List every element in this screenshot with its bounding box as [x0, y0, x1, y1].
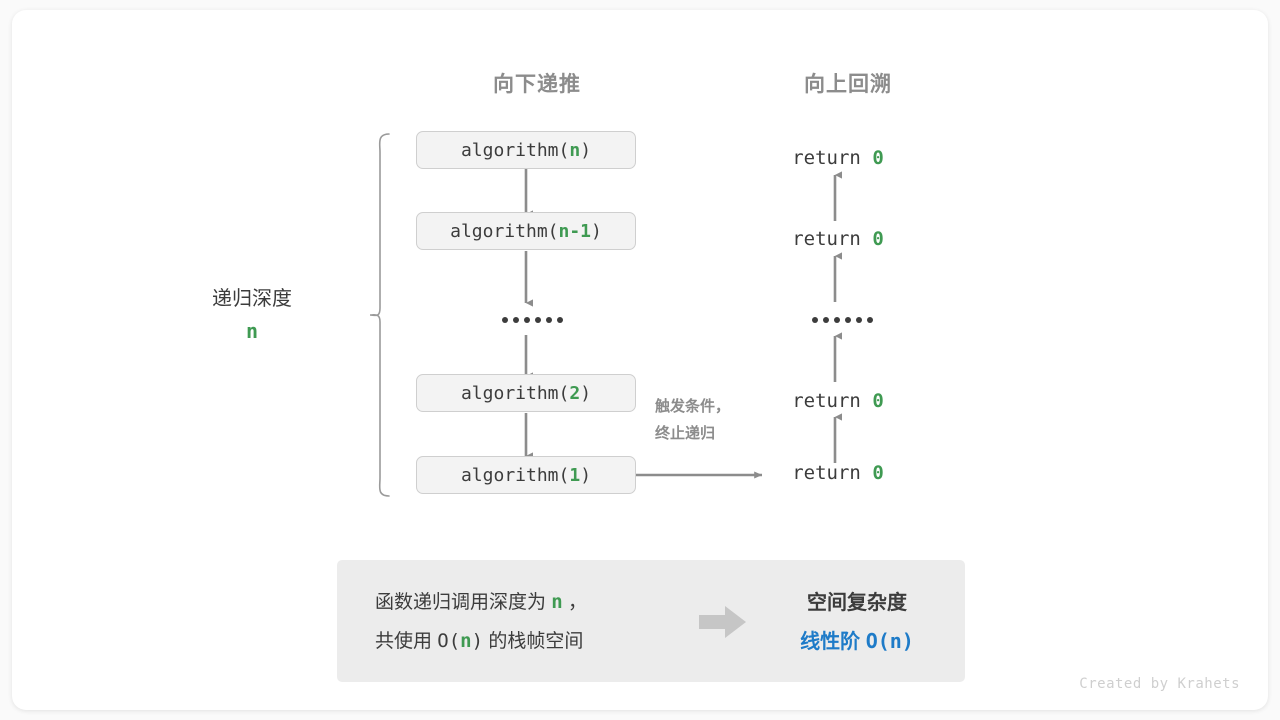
return-value: 0 — [872, 228, 884, 250]
summary-complexity-title: 空间复杂度 — [807, 592, 907, 614]
call-box-arg: 1 — [569, 464, 581, 486]
base-case-note-line2: 终止递归 — [655, 425, 716, 442]
call-box-prefix: algorithm( — [460, 382, 570, 404]
recursion-depth-label: 递归深度 n — [177, 282, 327, 346]
summary-line-1-suffix: ， — [562, 592, 588, 613]
call-box-2: algorithm(2) — [416, 374, 636, 412]
call-box-arg: n-1 — [558, 220, 592, 242]
recursion-depth-value: n — [245, 319, 259, 343]
call-box-suffix: ) — [580, 464, 592, 486]
return-label-2: return 0 — [748, 228, 928, 250]
summary-line-2-suffix: 的栈帧空间 — [483, 631, 584, 652]
summary-line-2-prefix: 共使用 — [375, 631, 438, 652]
summary-complexity-notation: O(n) — [865, 629, 914, 653]
depth-brace — [369, 133, 390, 497]
call-box-prefix: algorithm( — [450, 220, 559, 242]
return-value: 0 — [872, 390, 884, 412]
return-value: 0 — [872, 462, 884, 484]
summary-conclusion: 空间复杂度 线性阶 O(n) — [757, 584, 957, 661]
right-block-arrow-icon — [699, 606, 746, 638]
call-box-prefix: algorithm( — [460, 139, 570, 161]
recursion-depth-text: 递归深度 — [212, 288, 292, 310]
call-box-suffix: ) — [580, 382, 592, 404]
return-keyword: return — [792, 462, 861, 484]
column-header-return: 向上回溯 — [804, 73, 892, 96]
return-value: 0 — [872, 147, 884, 169]
summary-complexity-order: 线性阶 — [800, 631, 866, 653]
return-keyword: return — [792, 228, 861, 250]
summary-description: 函数递归调用深度为 n ， 共使用 O(n) 的栈帧空间 — [375, 583, 587, 661]
call-box-arg: n — [569, 139, 581, 161]
credit-text: Created by Krahets — [1079, 676, 1240, 692]
return-stack-ellipsis — [812, 317, 873, 323]
return-label-1: return 0 — [748, 147, 928, 169]
call-stack-ellipsis — [502, 317, 563, 323]
summary-line-2-close: ) — [471, 630, 484, 652]
column-header-recurse: 向下递推 — [493, 73, 581, 96]
call-box-n-minus-1: algorithm(n-1) — [416, 212, 636, 250]
summary-line-1-prefix: 函数递归调用深度为 — [375, 592, 552, 613]
return-keyword: return — [792, 147, 861, 169]
summary-line-1: 函数递归调用深度为 n ， — [375, 583, 587, 622]
base-case-note: 触发条件， 终止递归 — [655, 393, 730, 447]
call-box-n: algorithm(n) — [416, 131, 636, 169]
call-box-1: algorithm(1) — [416, 456, 636, 494]
return-label-4: return 0 — [748, 462, 928, 484]
return-keyword: return — [792, 390, 861, 412]
call-box-suffix: ) — [591, 220, 602, 242]
summary-line-2-n: n — [460, 630, 472, 652]
call-box-suffix: ) — [580, 139, 592, 161]
summary-line-2: 共使用 O(n) 的栈帧空间 — [375, 622, 587, 661]
call-box-arg: 2 — [569, 382, 581, 404]
summary-complexity-value: 线性阶 O(n) — [757, 622, 957, 661]
summary-panel: 函数递归调用深度为 n ， 共使用 O(n) 的栈帧空间 空间复杂度 线性阶 O… — [337, 560, 965, 682]
base-case-note-line1: 触发条件， — [655, 398, 731, 415]
summary-line-2-o: O( — [437, 630, 461, 652]
return-label-3: return 0 — [748, 390, 928, 412]
summary-line-1-n: n — [551, 591, 563, 613]
call-box-prefix: algorithm( — [460, 464, 570, 486]
figure-card: 向下递推 向上回溯 — [12, 10, 1268, 710]
